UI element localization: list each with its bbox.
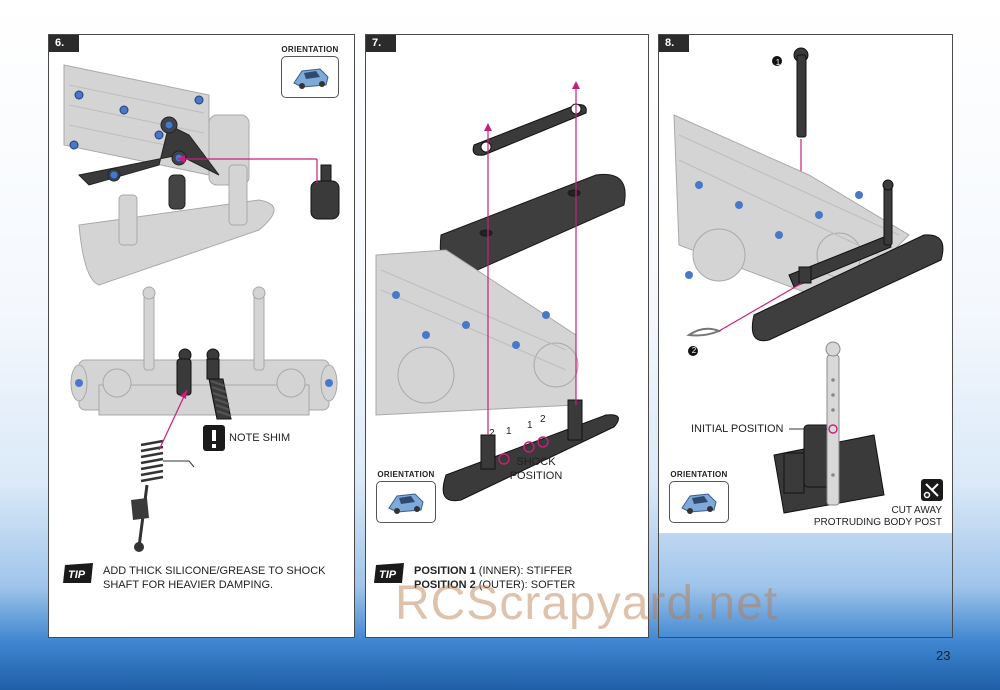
cut-away-line-2: PROTRUDING BODY POST	[813, 517, 942, 528]
step-number: 6.	[49, 35, 79, 52]
warning-exclamation-icon	[203, 425, 225, 451]
tip-line-2: SHAFT FOR HEAVIER DAMPING.	[103, 579, 274, 591]
step-number: 7.	[366, 35, 396, 52]
tip-icon: TIP	[63, 561, 95, 585]
part-number-1: 1	[775, 58, 781, 67]
tip-text: ADD THICK SILICONE/GREASE TO SHOCK SHAFT…	[103, 564, 326, 592]
position-label: 1	[506, 426, 512, 437]
bumper-illustration	[375, 81, 626, 502]
orientation-indicator: ORIENTATION	[669, 470, 729, 523]
orientation-indicator: ORIENTATION	[376, 470, 436, 523]
shock-position-line-2: POSITION	[509, 470, 563, 482]
cut-away-note: CUT AWAY PROTRUDING BODY POST	[809, 505, 942, 529]
tip-badge-text: TIP	[68, 569, 86, 581]
tip-line-2: POSITION 2 (OUTER): SOFTER	[414, 579, 576, 591]
shock-assembly-illustration	[70, 286, 338, 552]
step-number: 8.	[659, 35, 689, 52]
body-post-illustration	[673, 47, 944, 514]
tip-badge-text: TIP	[379, 569, 397, 581]
tip-line-1: ADD THICK SILICONE/GREASE TO SHOCK	[103, 565, 326, 577]
initial-position-label: INITIAL POSITION	[691, 423, 784, 435]
orientation-label: ORIENTATION	[377, 470, 435, 479]
orientation-label: ORIENTATION	[670, 470, 728, 479]
car-orientation-icon	[669, 481, 729, 523]
watermark: RCScrapyard.net	[395, 577, 779, 630]
position-label: 2	[489, 428, 495, 439]
position-label: 2	[540, 414, 546, 425]
note-shim-label: NOTE SHIM	[229, 432, 291, 444]
cut-tool-icon	[921, 479, 943, 501]
tip-text: POSITION 1 (INNER): STIFFER POSITION 2 (…	[414, 564, 575, 592]
car-orientation-icon	[376, 481, 436, 523]
part-number-2: 2	[691, 346, 697, 355]
shock-position-label: SHOCK POSITION	[506, 455, 566, 483]
shock-position-line-1: SHOCK	[516, 456, 556, 468]
tip-line-1: POSITION 1 (INNER): STIFFER	[414, 565, 573, 577]
car-orientation-icon	[281, 56, 339, 98]
orientation-label: ORIENTATION	[281, 45, 339, 54]
step-7-panel: 7. 2 1 1 2 SHOC	[365, 34, 649, 638]
cut-away-line-1: CUT AWAY	[891, 505, 942, 516]
step-8-panel: 8.	[658, 34, 953, 638]
front-end-illustration	[63, 64, 340, 286]
orientation-indicator: ORIENTATION	[281, 45, 339, 98]
page-number: 23	[936, 648, 951, 663]
step-6-panel: 6. ORIENTATION	[48, 34, 355, 638]
tip-icon: TIP	[374, 561, 406, 585]
position-label: 1	[527, 420, 533, 431]
